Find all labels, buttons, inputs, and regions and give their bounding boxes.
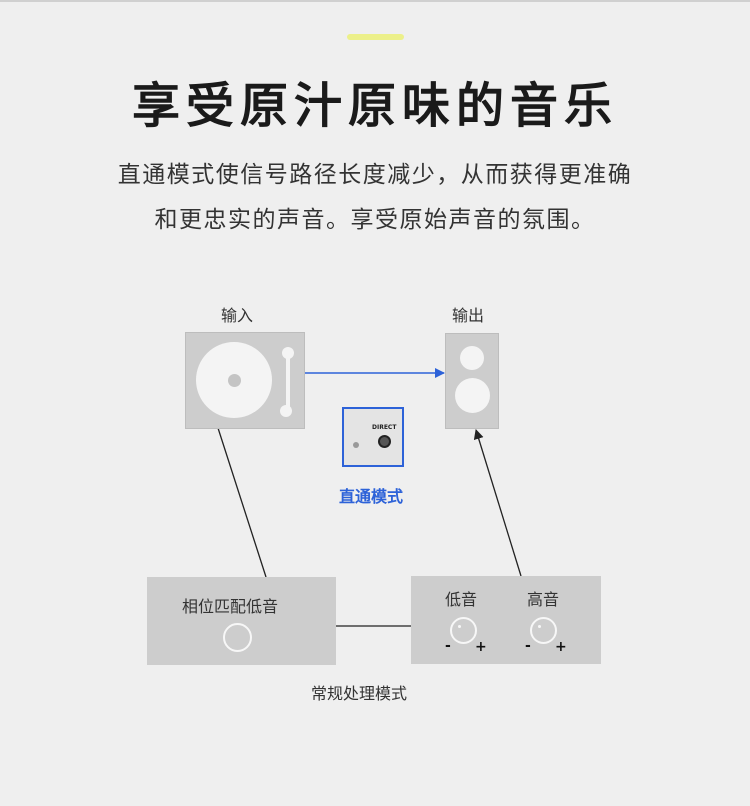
direct-button-panel: DIRECT [342, 407, 404, 467]
direct-mode-label: 直通模式 [339, 487, 404, 506]
bass-knob-indicator [458, 625, 461, 628]
phase-bass-knob-icon [223, 623, 252, 652]
direct-indicator-led [353, 442, 359, 448]
turntable-icon [185, 332, 305, 429]
page-title: 享受原汁原味的音乐 [131, 78, 618, 134]
processing-to-output-arrow [473, 429, 522, 577]
treble-label: 高音 [527, 590, 560, 609]
bass-label: 低音 [445, 590, 478, 609]
direct-button-knob [378, 435, 391, 448]
tone-control-box: 低音 高音 - + - + [411, 576, 601, 664]
direct-button-text: DIRECT [372, 424, 397, 431]
accent-bar [347, 34, 404, 40]
treble-plus: + [555, 639, 567, 655]
phase-bass-box: 相位匹配低音 [147, 577, 336, 665]
speaker-icon [445, 333, 499, 429]
treble-knob-icon [530, 617, 557, 644]
speaker-tweeter [460, 346, 484, 370]
top-divider [0, 0, 750, 2]
description-line-1: 直通模式使信号路径长度减少，从而获得更准确 [117, 162, 633, 188]
turntable-spindle [228, 374, 241, 387]
treble-knob-indicator [538, 625, 541, 628]
input-to-processing-line [217, 427, 267, 578]
description-line-2: 和更忠实的声音。享受原始声音的氛围。 [154, 207, 596, 233]
treble-minus: - [525, 638, 531, 654]
bass-plus: + [475, 639, 487, 655]
tonearm-pivot [282, 347, 294, 359]
speaker-woofer [455, 378, 490, 413]
bass-minus: - [445, 638, 451, 654]
normal-mode-label: 常规处理模式 [311, 684, 408, 703]
input-label: 输入 [221, 306, 254, 325]
bass-knob-icon [450, 617, 477, 644]
tonearm [286, 355, 290, 411]
tonearm-head [280, 405, 292, 417]
output-label: 输出 [452, 306, 485, 325]
phase-bass-label: 相位匹配低音 [182, 597, 279, 616]
